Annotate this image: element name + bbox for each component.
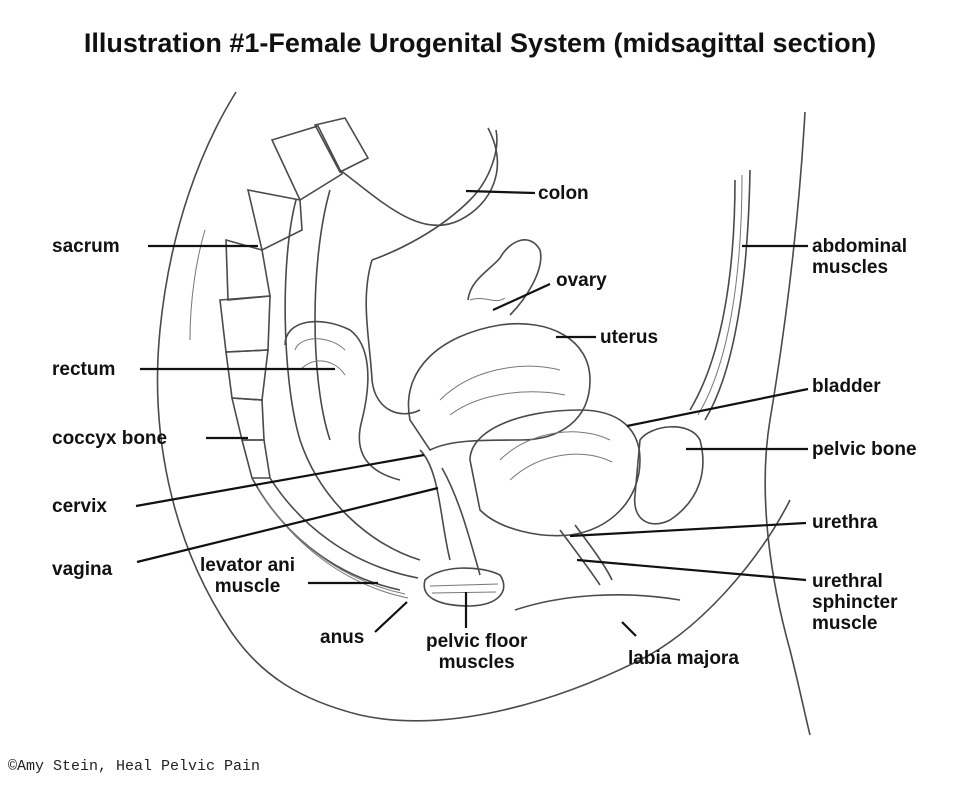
label-sacrum: sacrum [52,236,120,257]
back-outline [158,92,360,715]
label-abdominal-muscles: abdominal muscles [812,236,907,278]
label-colon: colon [538,183,589,204]
label-pelvic-bone: pelvic bone [812,439,917,460]
label-coccyx-bone: coccyx bone [52,428,167,449]
sacrum-shape [220,118,368,478]
colon-shape [340,128,497,225]
bladder-shape [470,410,640,536]
label-bladder: bladder [812,376,881,397]
label-levator-ani-muscle: levator ani muscle [200,555,295,597]
label-urethral-sphincter-muscle: urethral sphincter muscle [812,571,898,634]
label-vagina: vagina [52,559,112,580]
uterus-shape [408,324,590,450]
label-pelvic-floor-muscles: pelvic floor muscles [426,631,527,673]
rectum-shape [285,322,400,480]
pelvic-floor-shape [424,568,504,606]
label-anus: anus [320,627,364,648]
label-cervix: cervix [52,496,107,517]
label-labia-majora: labia majora [628,648,739,669]
label-ovary: ovary [556,270,607,291]
front-outline [765,112,810,735]
label-uterus: uterus [600,327,658,348]
label-urethra: urethra [812,512,877,533]
pelvic-bone-shape [635,427,703,524]
label-rectum: rectum [52,359,115,380]
copyright-credit: ©Amy Stein, Heal Pelvic Pain [8,758,260,775]
diagram-title: Illustration #1-Female Urogenital System… [0,28,960,59]
